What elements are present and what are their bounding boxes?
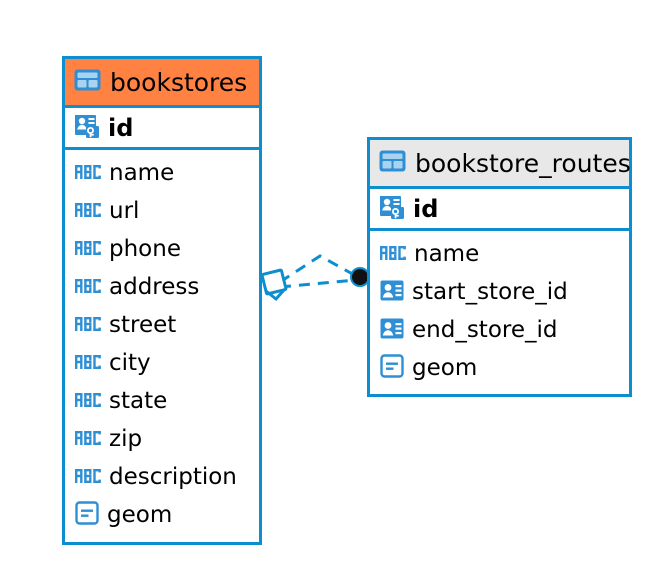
field-label: address bbox=[109, 273, 200, 300]
field-label: geom bbox=[107, 501, 173, 528]
text-abc-icon bbox=[75, 392, 101, 411]
field-row-zip[interactable]: zip bbox=[65, 420, 259, 458]
field-row-geom[interactable]: geom bbox=[370, 349, 629, 387]
field-row-street[interactable]: street bbox=[65, 306, 259, 344]
geometry-icon bbox=[380, 354, 404, 382]
table-icon bbox=[379, 150, 406, 176]
text-abc-icon bbox=[75, 240, 101, 259]
field-label: state bbox=[109, 387, 168, 414]
text-abc-icon bbox=[75, 278, 101, 297]
field-row-state[interactable]: state bbox=[65, 382, 259, 420]
field-row-url[interactable]: url bbox=[65, 192, 259, 230]
text-abc-icon bbox=[75, 202, 101, 221]
field-label: end_store_id bbox=[412, 316, 558, 343]
foreign-key-icon bbox=[380, 318, 404, 343]
field-label: street bbox=[109, 311, 177, 338]
text-abc-icon bbox=[75, 316, 101, 335]
primary-key-icon bbox=[74, 113, 100, 143]
field-row-name[interactable]: name bbox=[370, 235, 629, 273]
field-label: name bbox=[414, 240, 480, 267]
field-label: name bbox=[109, 159, 175, 186]
text-abc-icon bbox=[75, 354, 101, 373]
field-row-end-store-id[interactable]: end_store_id bbox=[370, 311, 629, 349]
text-abc-icon bbox=[75, 468, 101, 487]
field-label: phone bbox=[109, 235, 181, 262]
geometry-icon bbox=[75, 501, 99, 529]
field-label: start_store_id bbox=[412, 278, 568, 305]
text-abc-icon bbox=[380, 245, 406, 264]
field-row-phone[interactable]: phone bbox=[65, 230, 259, 268]
field-row-start-store-id[interactable]: start_store_id bbox=[370, 273, 629, 311]
foreign-key-icon bbox=[380, 280, 404, 305]
relationship-line-lower bbox=[279, 278, 357, 289]
field-label: description bbox=[109, 463, 237, 490]
field-list-bookstore-routes: name start_store_id bbox=[370, 231, 629, 392]
field-label: zip bbox=[109, 425, 143, 452]
text-abc-icon bbox=[75, 164, 101, 183]
field-row-name[interactable]: name bbox=[65, 154, 259, 192]
field-label: geom bbox=[412, 354, 478, 381]
text-abc-icon bbox=[75, 430, 101, 449]
table-header-bookstore-routes[interactable]: bookstore_routes bbox=[370, 140, 631, 186]
field-label: url bbox=[109, 197, 140, 224]
primary-key-label: id bbox=[413, 194, 439, 223]
field-row-geom[interactable]: geom bbox=[65, 496, 259, 534]
primary-key-icon bbox=[379, 194, 405, 224]
table-icon bbox=[74, 69, 101, 95]
relationship-line-upper bbox=[279, 254, 359, 284]
field-row-address[interactable]: address bbox=[65, 268, 259, 306]
entity-table-bookstores[interactable]: bookstores id bbox=[62, 56, 262, 545]
field-list-bookstores: name bbox=[65, 150, 259, 539]
table-title: bookstore_routes bbox=[415, 148, 631, 178]
field-label: city bbox=[109, 349, 151, 376]
primary-key-row-bookstore-routes[interactable]: id bbox=[370, 186, 629, 231]
table-title: bookstores bbox=[110, 67, 248, 97]
entity-table-bookstore-routes[interactable]: bookstore_routes id bbox=[367, 137, 632, 397]
primary-key-row-bookstores[interactable]: id bbox=[65, 105, 259, 150]
table-header-bookstores[interactable]: bookstores bbox=[65, 59, 259, 105]
diamond-marker bbox=[260, 268, 288, 302]
field-row-city[interactable]: city bbox=[65, 344, 259, 382]
primary-key-label: id bbox=[108, 113, 134, 142]
field-row-description[interactable]: description bbox=[65, 458, 259, 496]
